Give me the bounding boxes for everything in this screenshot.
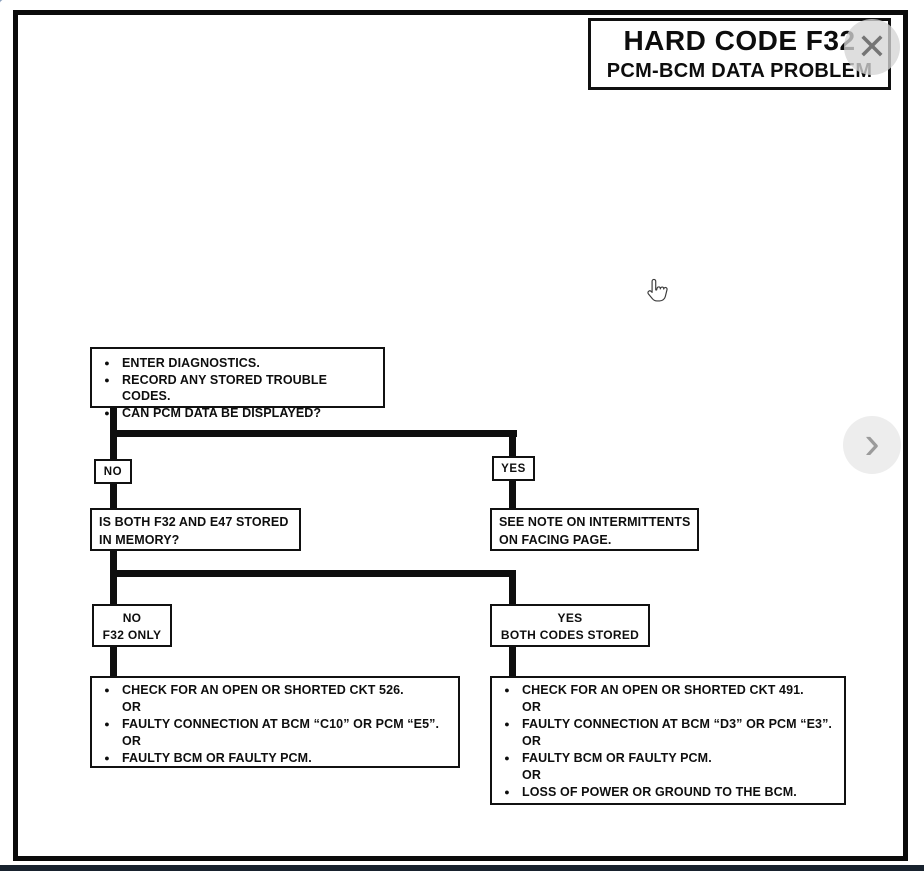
list-item-text: FAULTY BCM OR FAULTY PCM. bbox=[522, 751, 712, 765]
connector bbox=[110, 549, 117, 574]
list-item: ● RECORD ANY STORED TROUBLE CODES. bbox=[92, 372, 379, 405]
bullet-icon: ● bbox=[104, 358, 110, 368]
list-item: ● FAULTY BCM OR FAULTY PCM. bbox=[492, 750, 840, 767]
list-item-text: OR bbox=[122, 734, 141, 748]
list-item: ● FAULTY BCM OR FAULTY PCM. bbox=[92, 750, 454, 767]
left-result-box: ● CHECK FOR AN OPEN OR SHORTED CKT 526. … bbox=[90, 676, 460, 768]
question-box: IS BOTH F32 AND E47 STORED IN MEMORY? bbox=[90, 508, 301, 551]
bullet-icon: ● bbox=[104, 753, 110, 763]
frame-border-segment bbox=[903, 412, 908, 478]
list-item-text: CHECK FOR AN OPEN OR SHORTED CKT 526. bbox=[122, 683, 404, 697]
close-button[interactable]: ✕ bbox=[844, 19, 900, 75]
bullet-icon: ● bbox=[504, 753, 510, 763]
diagram-subtitle: PCM-BCM DATA PROBLEM bbox=[606, 60, 873, 82]
right-result-list: ● CHECK FOR AN OPEN OR SHORTED CKT 491. … bbox=[492, 678, 844, 801]
list-item-text: OR bbox=[122, 700, 141, 714]
chevron-right-icon: › bbox=[864, 416, 880, 468]
list-item: ● FAULTY CONNECTION AT BCM “D3” OR PCM “… bbox=[492, 716, 840, 733]
branch-yes-box: YES bbox=[492, 456, 535, 481]
connector bbox=[110, 404, 117, 437]
no-f32-line: F32 ONLY bbox=[102, 627, 162, 642]
list-item-text: FAULTY BCM OR FAULTY PCM. bbox=[122, 751, 312, 765]
connector bbox=[110, 482, 117, 510]
note-line: SEE NOTE ON INTERMITTENTS bbox=[499, 515, 691, 529]
question-line: IN MEMORY? bbox=[99, 532, 180, 547]
list-item-text: OR bbox=[522, 768, 541, 782]
connector bbox=[110, 570, 516, 577]
bullet-icon: ● bbox=[504, 685, 510, 695]
bullet-icon: ● bbox=[104, 685, 110, 695]
list-item: ● CHECK FOR AN OPEN OR SHORTED CKT 491. bbox=[492, 682, 840, 699]
bullet-icon: ● bbox=[104, 374, 110, 385]
pointer-cursor bbox=[647, 278, 668, 302]
question-line: IS BOTH F32 AND E47 STORED bbox=[99, 515, 289, 529]
connector bbox=[509, 479, 516, 510]
left-result-list: ● CHECK FOR AN OPEN OR SHORTED CKT 526. … bbox=[92, 678, 458, 767]
list-item-text: CAN PCM DATA BE DISPLAYED? bbox=[122, 405, 322, 420]
list-item-text: FAULTY CONNECTION AT BCM “D3” OR PCM “E3… bbox=[522, 717, 832, 731]
bullet-icon: ● bbox=[104, 407, 110, 418]
list-item: ● CHECK FOR AN OPEN OR SHORTED CKT 526. bbox=[92, 682, 454, 699]
list-item: ● OR bbox=[492, 699, 840, 716]
yes-both-line: YES bbox=[557, 611, 583, 625]
no-label: NO bbox=[103, 465, 123, 478]
yes-both-codes-box: YES BOTH CODES STORED bbox=[490, 604, 650, 647]
list-item-text: OR bbox=[522, 700, 541, 714]
no-f32-line: NO bbox=[122, 611, 142, 625]
yes-both-line: BOTH CODES STORED bbox=[500, 627, 640, 642]
diagram-title: HARD CODE F32 bbox=[623, 25, 856, 56]
note-line: ON FACING PAGE. bbox=[499, 532, 612, 547]
list-item: ● CAN PCM DATA BE DISPLAYED? bbox=[92, 405, 379, 422]
list-item: ● OR bbox=[492, 733, 840, 750]
next-image-button[interactable]: › bbox=[843, 416, 901, 474]
diagram-title-box: HARD CODE F32 PCM-BCM DATA PROBLEM bbox=[588, 18, 891, 90]
list-item: ● LOSS OF POWER OR GROUND TO THE BCM. bbox=[492, 784, 840, 801]
note-box: SEE NOTE ON INTERMITTENTS ON FACING PAGE… bbox=[490, 508, 699, 551]
connector bbox=[110, 430, 517, 437]
connector bbox=[110, 430, 117, 461]
close-icon: ✕ bbox=[856, 26, 888, 67]
yes-label: YES bbox=[501, 462, 526, 475]
connector bbox=[509, 570, 516, 606]
list-item-text: OR bbox=[522, 734, 541, 748]
connector bbox=[509, 430, 516, 458]
connector bbox=[110, 645, 117, 678]
connector bbox=[509, 645, 516, 678]
list-item-text: LOSS OF POWER OR GROUND TO THE BCM. bbox=[522, 785, 797, 799]
bullet-icon: ● bbox=[504, 719, 510, 729]
list-item: ● FAULTY CONNECTION AT BCM “C10” OR PCM … bbox=[92, 716, 454, 733]
list-item-text: FAULTY CONNECTION AT BCM “C10” OR PCM “E… bbox=[122, 717, 440, 731]
list-item: ● OR bbox=[92, 699, 454, 716]
list-item-text: RECORD ANY STORED TROUBLE CODES. bbox=[122, 372, 328, 404]
start-box-list: ● ENTER DIAGNOSTICS. ● RECORD ANY STORED… bbox=[92, 349, 383, 421]
connector bbox=[110, 570, 117, 606]
no-f32-only-box: NO F32 ONLY bbox=[92, 604, 172, 647]
start-box: ● ENTER DIAGNOSTICS. ● RECORD ANY STORED… bbox=[90, 347, 385, 420]
bottom-bar bbox=[0, 865, 924, 871]
bullet-icon: ● bbox=[504, 787, 510, 797]
corner-accent bbox=[0, 0, 13, 15]
list-item: ● OR bbox=[92, 733, 454, 750]
list-item: ● OR bbox=[492, 767, 840, 784]
list-item: ● ENTER DIAGNOSTICS. bbox=[92, 355, 379, 372]
list-item-text: CHECK FOR AN OPEN OR SHORTED CKT 491. bbox=[522, 683, 804, 697]
bullet-icon: ● bbox=[104, 719, 110, 729]
branch-no-box: NO bbox=[94, 459, 132, 484]
right-result-box: ● CHECK FOR AN OPEN OR SHORTED CKT 491. … bbox=[490, 676, 846, 805]
list-item-text: ENTER DIAGNOSTICS. bbox=[122, 356, 260, 370]
